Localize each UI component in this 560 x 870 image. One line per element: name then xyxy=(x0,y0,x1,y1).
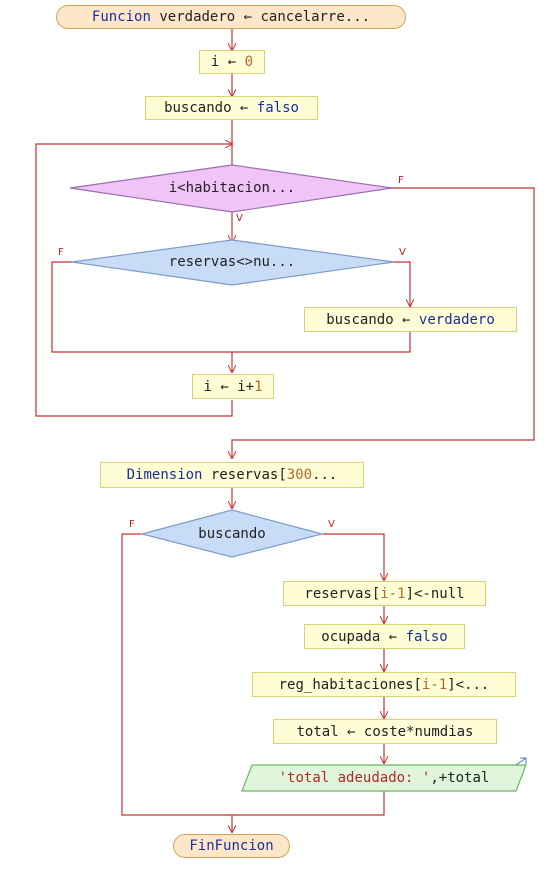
edge-cond-false xyxy=(121,533,232,816)
init-buscando-box: buscando ← falso xyxy=(145,96,318,120)
edge-inner-true xyxy=(394,261,410,306)
set-true-box: buscando ← verdadero xyxy=(304,307,517,332)
inner-false-label: F xyxy=(58,247,64,258)
null-assign-box: reservas[i-1]<-null xyxy=(283,581,486,606)
null-assign-tail: ]<-null xyxy=(405,585,465,602)
end-terminator: FinFuncion xyxy=(173,834,290,858)
decision-buscando-diamond xyxy=(139,509,325,558)
decision-loop-diamond xyxy=(69,164,393,213)
increment-box: i ← i+1 xyxy=(192,374,274,399)
output-string: 'total adeudado: ' xyxy=(278,770,431,786)
function-keyword: Funcion xyxy=(91,9,151,25)
dimension-keyword: Dimension xyxy=(126,467,203,483)
output-concat: ,+total xyxy=(430,770,490,786)
increment-value: 1 xyxy=(254,378,263,395)
output-text: 'total adeudado: ',+total xyxy=(247,765,521,791)
buscando-condition: buscando xyxy=(198,526,266,542)
reg-tail: ]<... xyxy=(447,676,490,693)
reg-index: i-1 xyxy=(421,676,448,693)
edge-output-to-merge xyxy=(232,789,385,816)
edge-loopback xyxy=(35,144,232,417)
total-text: total ← coste*numdias xyxy=(296,723,474,740)
dimension-size: 300 xyxy=(286,467,313,483)
total-box: total ← coste*numdias xyxy=(273,719,497,744)
dimension-ellipsis: ... xyxy=(312,467,338,483)
output-corner-mark xyxy=(515,757,527,766)
buscando-false-label: F xyxy=(129,519,135,530)
dimension-text: reservas[ xyxy=(202,467,287,483)
output-shape xyxy=(241,764,527,792)
edge-settrue-merge xyxy=(232,332,411,353)
inner-condition: reservas<>nu... xyxy=(168,254,296,270)
init-i-text: i ← xyxy=(210,54,245,70)
end-keyword: FinFuncion xyxy=(189,838,274,854)
loop-false-label: F xyxy=(398,175,404,186)
edge-loop-false xyxy=(232,187,535,458)
dimension-box: Dimension reservas[300... xyxy=(100,462,364,488)
increment-text: i ← i+ xyxy=(203,378,255,395)
loop-condition: i<habitacion... xyxy=(168,180,296,196)
edge-inner-false xyxy=(51,261,232,353)
reg-text: reg_habitaciones[ xyxy=(278,676,422,693)
decision-inner-diamond xyxy=(71,239,395,286)
reg-habitaciones-box: reg_habitaciones[i-1]<... xyxy=(252,672,516,697)
init-i-value: 0 xyxy=(244,54,254,70)
edge-cond-true xyxy=(322,533,384,580)
start-terminator: Funcion verdadero ← cancelarre... xyxy=(56,5,406,29)
ocupada-box: ocupada ← falso xyxy=(304,624,465,649)
init-i-box: i ← 0 xyxy=(199,50,265,74)
null-assign-index: i-1 xyxy=(380,585,406,602)
init-buscando-value: falso xyxy=(256,100,299,116)
ocupada-value: falso xyxy=(405,628,448,645)
function-signature: verdadero ← cancelarre... xyxy=(150,9,371,25)
set-true-text: buscando ← xyxy=(326,311,419,328)
buscando-true-label: V xyxy=(328,519,335,530)
loop-true-label: V xyxy=(236,213,243,224)
null-assign-text: reservas[ xyxy=(304,585,381,602)
init-buscando-text: buscando ← xyxy=(164,100,257,116)
ocupada-text: ocupada ← xyxy=(321,628,406,645)
inner-true-label: V xyxy=(399,247,406,258)
set-true-value: verdadero xyxy=(418,311,495,328)
